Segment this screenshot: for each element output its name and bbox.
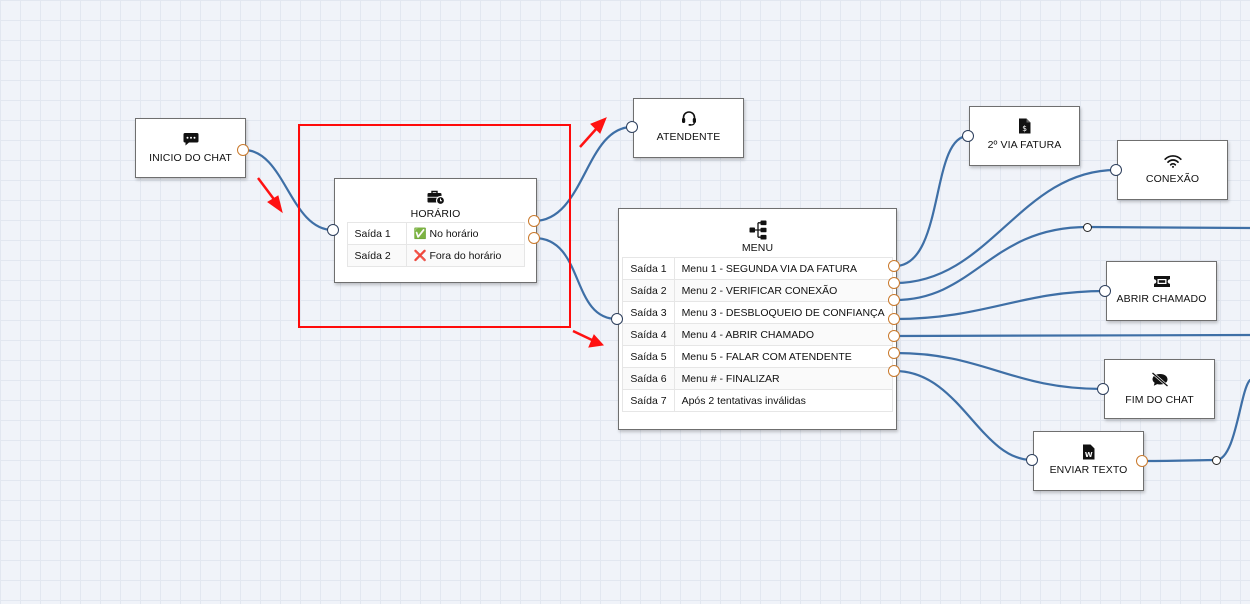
input-port-horario[interactable] — [327, 224, 339, 236]
table-row: Saída 2 ❌ Fora do horário — [346, 244, 525, 267]
output-port-inicio[interactable] — [237, 144, 249, 156]
arrow-1 — [257, 177, 283, 214]
node-title: FIM DO CHAT — [1125, 394, 1194, 406]
output-port-menu-7[interactable] — [888, 365, 900, 377]
wire-menu-conexao — [893, 168, 1118, 285]
briefcase-clock-icon — [427, 190, 445, 205]
wire-menu-offscreen-2 — [893, 333, 1250, 338]
input-port-atendente[interactable] — [626, 121, 638, 133]
wire-menu-fatura — [893, 134, 970, 268]
wire-menu-texto — [893, 369, 1034, 462]
output-port-menu-6[interactable] — [888, 347, 900, 359]
output-port-horario-2[interactable] — [528, 232, 540, 244]
sitemap-icon — [749, 220, 766, 240]
chat-off-icon — [1151, 372, 1168, 387]
output-value: Menu 2 - VERIFICAR CONEXÃO — [673, 279, 893, 302]
output-value: ✅ No horário — [405, 222, 525, 245]
node-title: ATENDENTE — [656, 131, 721, 143]
output-label: Saída 2 — [346, 244, 407, 267]
output-port-menu-2[interactable] — [888, 277, 900, 289]
chat-bubble-icon — [183, 133, 198, 146]
wire-menu-fim — [893, 351, 1105, 391]
output-port-menu-1[interactable] — [888, 260, 900, 272]
node-title: ENVIAR TEXTO — [1049, 464, 1128, 476]
output-port-texto[interactable] — [1136, 455, 1148, 467]
output-port-menu-5[interactable] — [888, 330, 900, 342]
output-label: Saída 2 — [622, 279, 675, 302]
output-value: Menu 1 - SEGUNDA VIA DA FATURA — [673, 257, 893, 280]
node-2-via-fatura[interactable]: $ 2º VIA FATURA — [969, 106, 1080, 166]
output-label: Saída 1 — [622, 257, 675, 280]
outputs-table: Saída 1 ✅ No horário Saída 2 ❌ Fora do h… — [346, 222, 525, 267]
node-abrir-chamado[interactable]: ABRIR CHAMADO — [1106, 261, 1217, 321]
input-port-chamado[interactable] — [1099, 285, 1111, 297]
output-value: Menu # - FINALIZAR — [673, 367, 893, 390]
output-value: Menu 3 - DESBLOQUEIO DE CONFIANÇA — [673, 301, 893, 324]
node-title: MENU — [741, 242, 774, 254]
highlight-box — [298, 124, 571, 328]
ticket-icon — [1153, 276, 1170, 287]
wifi-icon — [1163, 155, 1182, 168]
output-label: Saída 1 — [346, 222, 407, 245]
output-value: Após 2 tentativas inválidas — [673, 389, 893, 412]
output-value: Menu 5 - FALAR COM ATENDENTE — [673, 345, 893, 368]
input-port-texto[interactable] — [1026, 454, 1038, 466]
wire-reroute-point[interactable] — [1083, 223, 1092, 232]
output-port-horario-1[interactable] — [528, 215, 540, 227]
node-fim-do-chat[interactable]: FIM DO CHAT — [1104, 359, 1215, 419]
input-port-fim[interactable] — [1097, 383, 1109, 395]
svg-text:W: W — [1085, 451, 1093, 459]
node-title: HORÁRIO — [410, 208, 461, 220]
input-port-conexao[interactable] — [1110, 164, 1122, 176]
output-label: Saída 4 — [622, 323, 675, 346]
node-title: ABRIR CHAMADO — [1116, 293, 1207, 305]
node-conexao[interactable]: CONEXÃO — [1117, 140, 1228, 200]
wire-inicio-horario — [242, 148, 335, 232]
node-atendente[interactable]: ATENDENTE — [633, 98, 744, 158]
wire-menu-offscreen-1 — [893, 225, 1250, 302]
output-label: Saída 7 — [622, 389, 675, 412]
wire-horario-atendente — [532, 125, 634, 223]
invoice-icon: $ — [1019, 118, 1031, 134]
input-port-menu[interactable] — [611, 313, 623, 325]
wire-menu-chamado — [893, 289, 1107, 321]
node-title: INICIO DO CHAT — [149, 152, 232, 164]
word-document-icon: W — [1083, 444, 1095, 460]
node-horario[interactable]: HORÁRIO Saída 1 ✅ No horário Saída 2 ❌ F… — [334, 178, 537, 283]
wire-horario-menu — [532, 236, 619, 321]
wire-reroute-point[interactable] — [1212, 456, 1221, 465]
output-port-menu-4[interactable] — [888, 313, 900, 325]
svg-text:$: $ — [1022, 124, 1027, 133]
table-row: Saída 1 ✅ No horário — [346, 222, 525, 245]
node-enviar-texto[interactable]: W ENVIAR TEXTO — [1033, 431, 1144, 491]
input-port-fatura[interactable] — [962, 130, 974, 142]
arrow-3 — [572, 329, 604, 348]
headset-icon — [681, 111, 696, 126]
output-value: ❌ Fora do horário — [405, 244, 525, 267]
output-label: Saída 5 — [622, 345, 675, 368]
node-inicio-do-chat[interactable]: INICIO DO CHAT — [135, 118, 246, 178]
arrow-2 — [579, 117, 607, 148]
output-label: Saída 6 — [622, 367, 675, 390]
output-port-menu-3[interactable] — [888, 294, 900, 306]
output-label: Saída 3 — [622, 301, 675, 324]
node-title: CONEXÃO — [1145, 173, 1200, 185]
output-value: Menu 4 - ABRIR CHAMADO — [673, 323, 893, 346]
node-title: 2º VIA FATURA — [987, 139, 1062, 151]
